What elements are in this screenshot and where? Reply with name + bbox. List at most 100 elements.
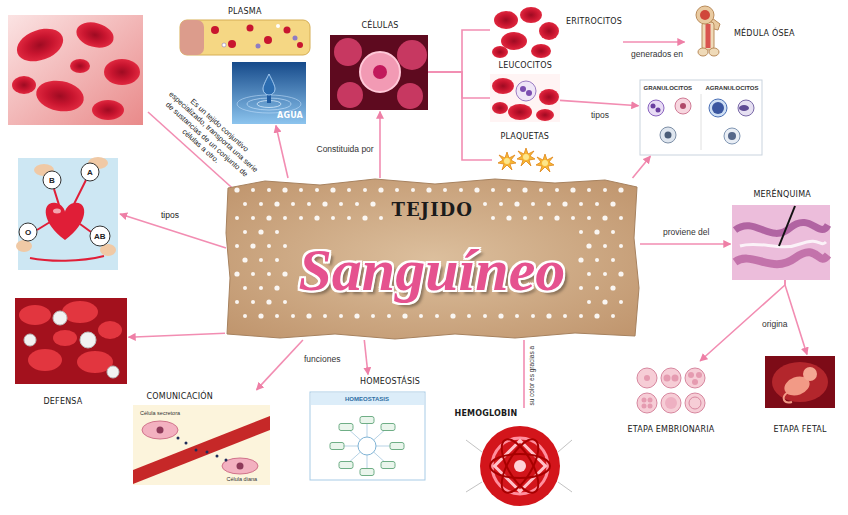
- caption: HEMOGLOBIN: [455, 409, 518, 419]
- blob-dot: [266, 299, 271, 304]
- connector: [633, 156, 651, 178]
- blood-types-illustration-part: [43, 171, 61, 189]
- hemoglobin-illustration-part: [480, 426, 560, 506]
- caption: MERÉNQUIMA: [754, 190, 811, 200]
- blood-photo-part: [12, 23, 67, 68]
- blob-dot: [443, 188, 447, 192]
- edge-label: origina: [761, 320, 789, 330]
- hemoglobin-illustration-part: [490, 454, 550, 478]
- caption: DEFENSA: [44, 397, 83, 407]
- plasma-tube-part: [247, 25, 254, 32]
- blob-dot: [539, 216, 543, 220]
- blood-types-illustration-part: [80, 224, 91, 232]
- blob-outline: [226, 179, 639, 339]
- leukocyte-types-card-part: [739, 105, 749, 111]
- blob-dot: [579, 202, 583, 206]
- leukocytes-node: LEUCOCITOS: [490, 60, 560, 122]
- embryo-stage-node: ETAPA EMBRIONARIA: [627, 362, 716, 436]
- blob-dot: [251, 216, 255, 220]
- blob-dot: [563, 314, 567, 318]
- homeostasis-card-part: [360, 417, 374, 424]
- connector: [523, 340, 525, 408]
- blob-dot: [330, 187, 335, 192]
- blob-dot: [363, 188, 367, 192]
- communication-illustration-part: [195, 449, 198, 452]
- blob-dot: [371, 314, 375, 318]
- blob-dot: [515, 314, 519, 318]
- blob-dot: [242, 257, 247, 262]
- homeostasis-card-part: [330, 443, 344, 450]
- leukocyte-types-card-part: [656, 108, 661, 113]
- embryo-stages-illustration-part: [672, 375, 679, 382]
- blob-dot: [387, 314, 391, 318]
- blob-dot: [267, 188, 271, 192]
- blob-dot: [315, 188, 319, 192]
- bone-marrow-node: MÉDULA ÓSEA: [686, 5, 796, 57]
- connector: [428, 30, 490, 72]
- communication-node: COMUNICACIÓN: [133, 391, 270, 485]
- erythrocytes-photo-part: [539, 22, 559, 40]
- blob-dot: [379, 216, 383, 220]
- leukocyte-types-card-part: [701, 94, 702, 150]
- communication-illustration-part: [133, 405, 270, 485]
- bone-marrow-illustration-part: [702, 22, 714, 50]
- communication-illustration-part: [133, 416, 270, 484]
- defense-photo-part: [80, 332, 96, 348]
- blood-photo-part: [74, 18, 117, 51]
- mesenchyme-photo-part: [740, 241, 826, 247]
- communication-illustration: [133, 405, 270, 485]
- leukocyte-types-card-part: [728, 132, 736, 140]
- edge-label: tipos: [590, 111, 610, 121]
- blob-dot: [435, 314, 439, 318]
- mesenchyme-photo-part: [779, 206, 795, 246]
- embryo-stages-illustration-part: [665, 397, 677, 409]
- defense-photo-part: [107, 366, 119, 378]
- blob-dot: [539, 188, 543, 192]
- blob-dot: [275, 314, 279, 318]
- blob-dot: [307, 202, 311, 206]
- embryo-stages-illustration: [632, 362, 710, 418]
- cells-photo-part: [337, 82, 363, 108]
- blood-types-illustration-part: [16, 240, 32, 252]
- blob-dot: [603, 272, 607, 276]
- erythrocytes-photo-part: [490, 5, 560, 60]
- blob-dot: [450, 313, 455, 318]
- blob-dot: [619, 244, 623, 248]
- hemoglobin-illustration-part: [466, 440, 482, 452]
- caption: HOMEOSTÁSIS: [360, 377, 420, 387]
- defense-node: DEFENSA: [15, 298, 127, 408]
- blood-types-illustration-part: [46, 203, 84, 240]
- leukocytes-photo-part: [492, 102, 508, 114]
- caption: ETAPA EMBRIONARIA: [628, 425, 715, 435]
- blob-dot: [595, 286, 599, 290]
- erythrocytes-photo-part: [520, 7, 542, 23]
- blob-dot: [555, 188, 559, 192]
- blob-dot: [243, 314, 247, 318]
- blob-dot: [235, 244, 239, 248]
- blob-dot: [291, 314, 295, 318]
- blob-dot: [619, 216, 623, 220]
- blob-dot: [610, 201, 615, 206]
- connector: [428, 72, 490, 98]
- embryo-stages-illustration-part: [696, 372, 702, 378]
- blob-dot: [235, 216, 239, 220]
- erythrocytes-photo: [490, 5, 560, 60]
- mesenchyme-photo-part: [732, 205, 830, 280]
- blob-dot: [491, 216, 495, 220]
- blob-dot: [523, 216, 527, 220]
- communication-illustration-part: [225, 459, 228, 462]
- defense-photo-part: [28, 349, 62, 371]
- defense-photo-part: [62, 301, 98, 323]
- blob-dot: [259, 286, 263, 290]
- central-blob: TEJIDOSanguíneo: [225, 178, 640, 340]
- homeostasis-card-part: [390, 443, 404, 450]
- blood-types-illustration-part: [90, 226, 110, 246]
- blood-types-illustration-part: [19, 223, 37, 241]
- leukocyte-types-card-part: [660, 127, 676, 143]
- blob-dot: [251, 188, 255, 192]
- mesenchyme-photo-part: [735, 222, 828, 233]
- connector: [640, 243, 731, 245]
- connector: [785, 280, 807, 355]
- blob-dot: [611, 314, 615, 318]
- hemoglobin-illustration-part: [462, 422, 577, 510]
